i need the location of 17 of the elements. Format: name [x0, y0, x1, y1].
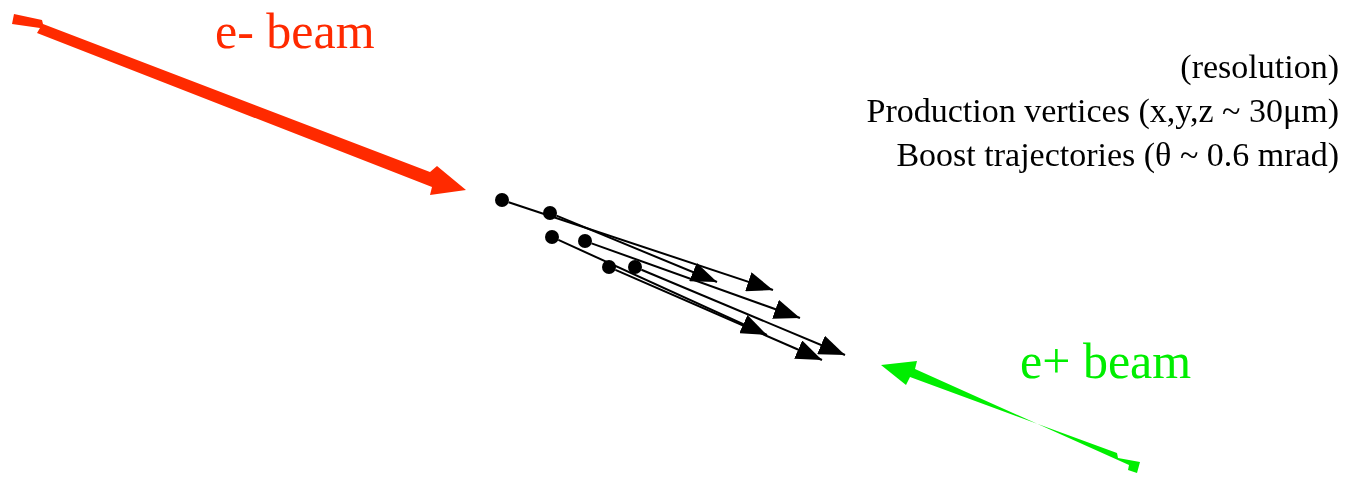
beam-label: e- beam: [215, 4, 375, 59]
vertex-dot: [495, 193, 509, 207]
vertex-dot: [578, 234, 592, 248]
resolution-text: Boost trajectories (θ ~ 0.6 mrad): [896, 136, 1339, 174]
vertex-dot: [543, 206, 557, 220]
vertex-dot: [628, 260, 642, 274]
heading-text: (resolution): [1180, 48, 1339, 86]
trajectory-arrow: [557, 238, 768, 336]
trajectory-arrow: [590, 242, 801, 319]
trajectory-arrow: [640, 268, 846, 356]
beam-label: e+ beam: [1020, 334, 1192, 389]
trajectory-arrow: [614, 268, 823, 361]
vertex-dot: [602, 260, 616, 274]
trajectory-arrow: [507, 201, 774, 292]
trajectory-arrow: [555, 214, 718, 283]
vertex-dot: [545, 230, 559, 244]
resolution-text: Production vertices (x,y,z ~ 30μm): [866, 92, 1339, 130]
